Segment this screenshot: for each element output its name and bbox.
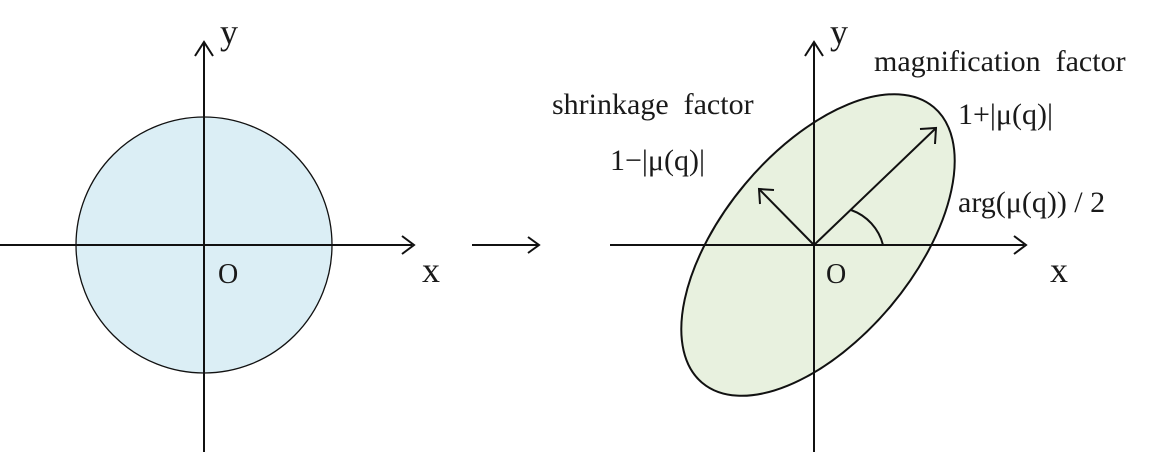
magnification-arrow [813,128,936,246]
angle-formula: arg(μ(q)) / 2 [958,186,1105,219]
shrinkage-arrowhead [757,187,775,205]
right-y-label: y [830,12,848,52]
right-x-label: x [1050,250,1068,290]
shrinkage-arrow [759,189,815,246]
transform-arrow [472,236,541,254]
magnification-formula: 1+|μ(q)| [958,98,1053,131]
magnification-arrowhead [919,126,938,145]
left-y-label: y [220,12,238,52]
left-origin-label: O [218,259,238,290]
shrinkage-label: shrinkage factor [552,88,754,121]
magnification-label: magnification factor [874,45,1126,78]
right-y-arrowhead [804,40,824,57]
left-y-arrowhead [194,40,214,57]
right-x-arrowhead [1013,235,1028,255]
right-panel: y x O magnification factor 1+|μ(q)| shri… [552,12,1126,452]
left-x-arrowhead [401,235,416,255]
left-panel: y x O [0,12,440,452]
shrinkage-formula: 1−|μ(q)| [610,144,705,177]
right-origin-label: O [826,259,846,290]
left-x-label: x [422,250,440,290]
angle-arc [850,209,884,246]
